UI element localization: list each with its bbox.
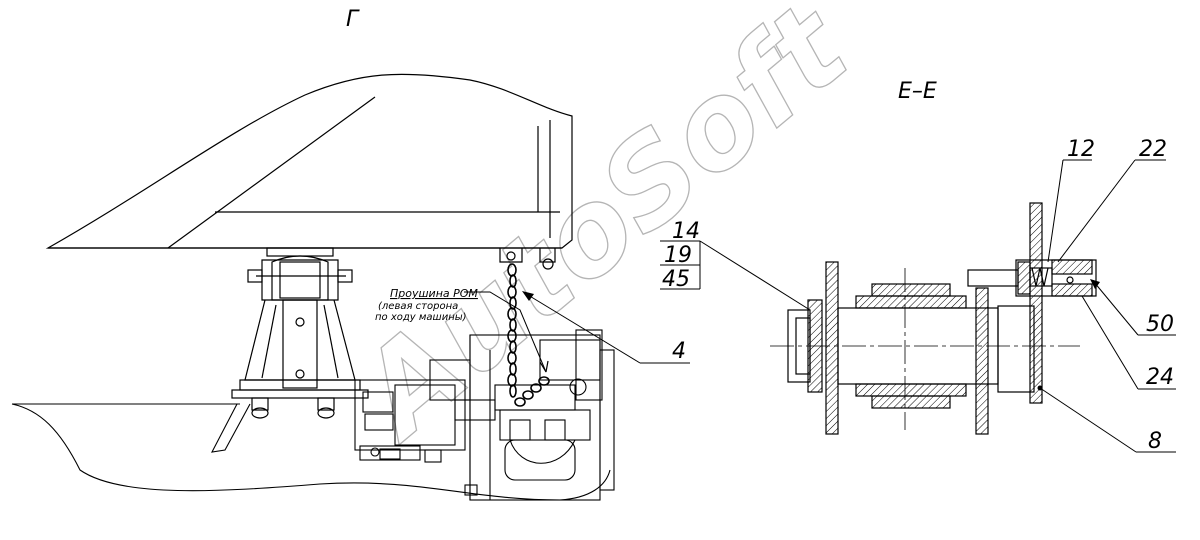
callout-12-group xyxy=(1047,159,1092,263)
callout-8-dot xyxy=(1037,385,1043,391)
chain-link xyxy=(530,383,542,393)
callout-45: 45 xyxy=(662,267,690,292)
bottom-contour xyxy=(11,403,611,501)
section-axle xyxy=(770,202,1097,435)
note-line-2: по ходу машины) xyxy=(375,312,467,323)
callout-8: 8 xyxy=(1148,429,1162,454)
callout-8-group xyxy=(1039,387,1176,453)
callout-24-group xyxy=(1081,295,1176,390)
view-title-left: Г xyxy=(346,7,360,32)
callout-50-group xyxy=(1093,281,1176,336)
callout-12: 12 xyxy=(1067,137,1095,162)
callout-19: 19 xyxy=(664,243,692,268)
callout-22-group xyxy=(1057,159,1166,263)
callout-chain: 4 xyxy=(522,291,690,364)
hydraulic-pump xyxy=(354,379,466,463)
chain-link xyxy=(509,384,517,398)
suspension-bracket xyxy=(231,247,369,419)
chain-bracket xyxy=(499,248,556,270)
note-title: Проушина РОМ xyxy=(390,287,478,300)
callout-stack: 14 19 45 xyxy=(660,219,811,311)
callout-50: 50 xyxy=(1146,312,1174,337)
pto-assembly xyxy=(429,329,615,501)
note-line-1: (левая сторона xyxy=(378,301,458,312)
callout-24: 24 xyxy=(1146,365,1174,390)
note-arrow xyxy=(539,360,549,373)
note-leader xyxy=(464,291,547,373)
callout-22: 22 xyxy=(1139,137,1167,162)
chain-link xyxy=(522,390,534,400)
callout-4: 4 xyxy=(672,339,686,364)
callout-14: 14 xyxy=(672,219,700,244)
chain-link xyxy=(514,397,526,407)
chain xyxy=(507,263,550,407)
view-title-right: Е–Е xyxy=(898,79,937,104)
callout-50-arrow xyxy=(1090,279,1100,289)
